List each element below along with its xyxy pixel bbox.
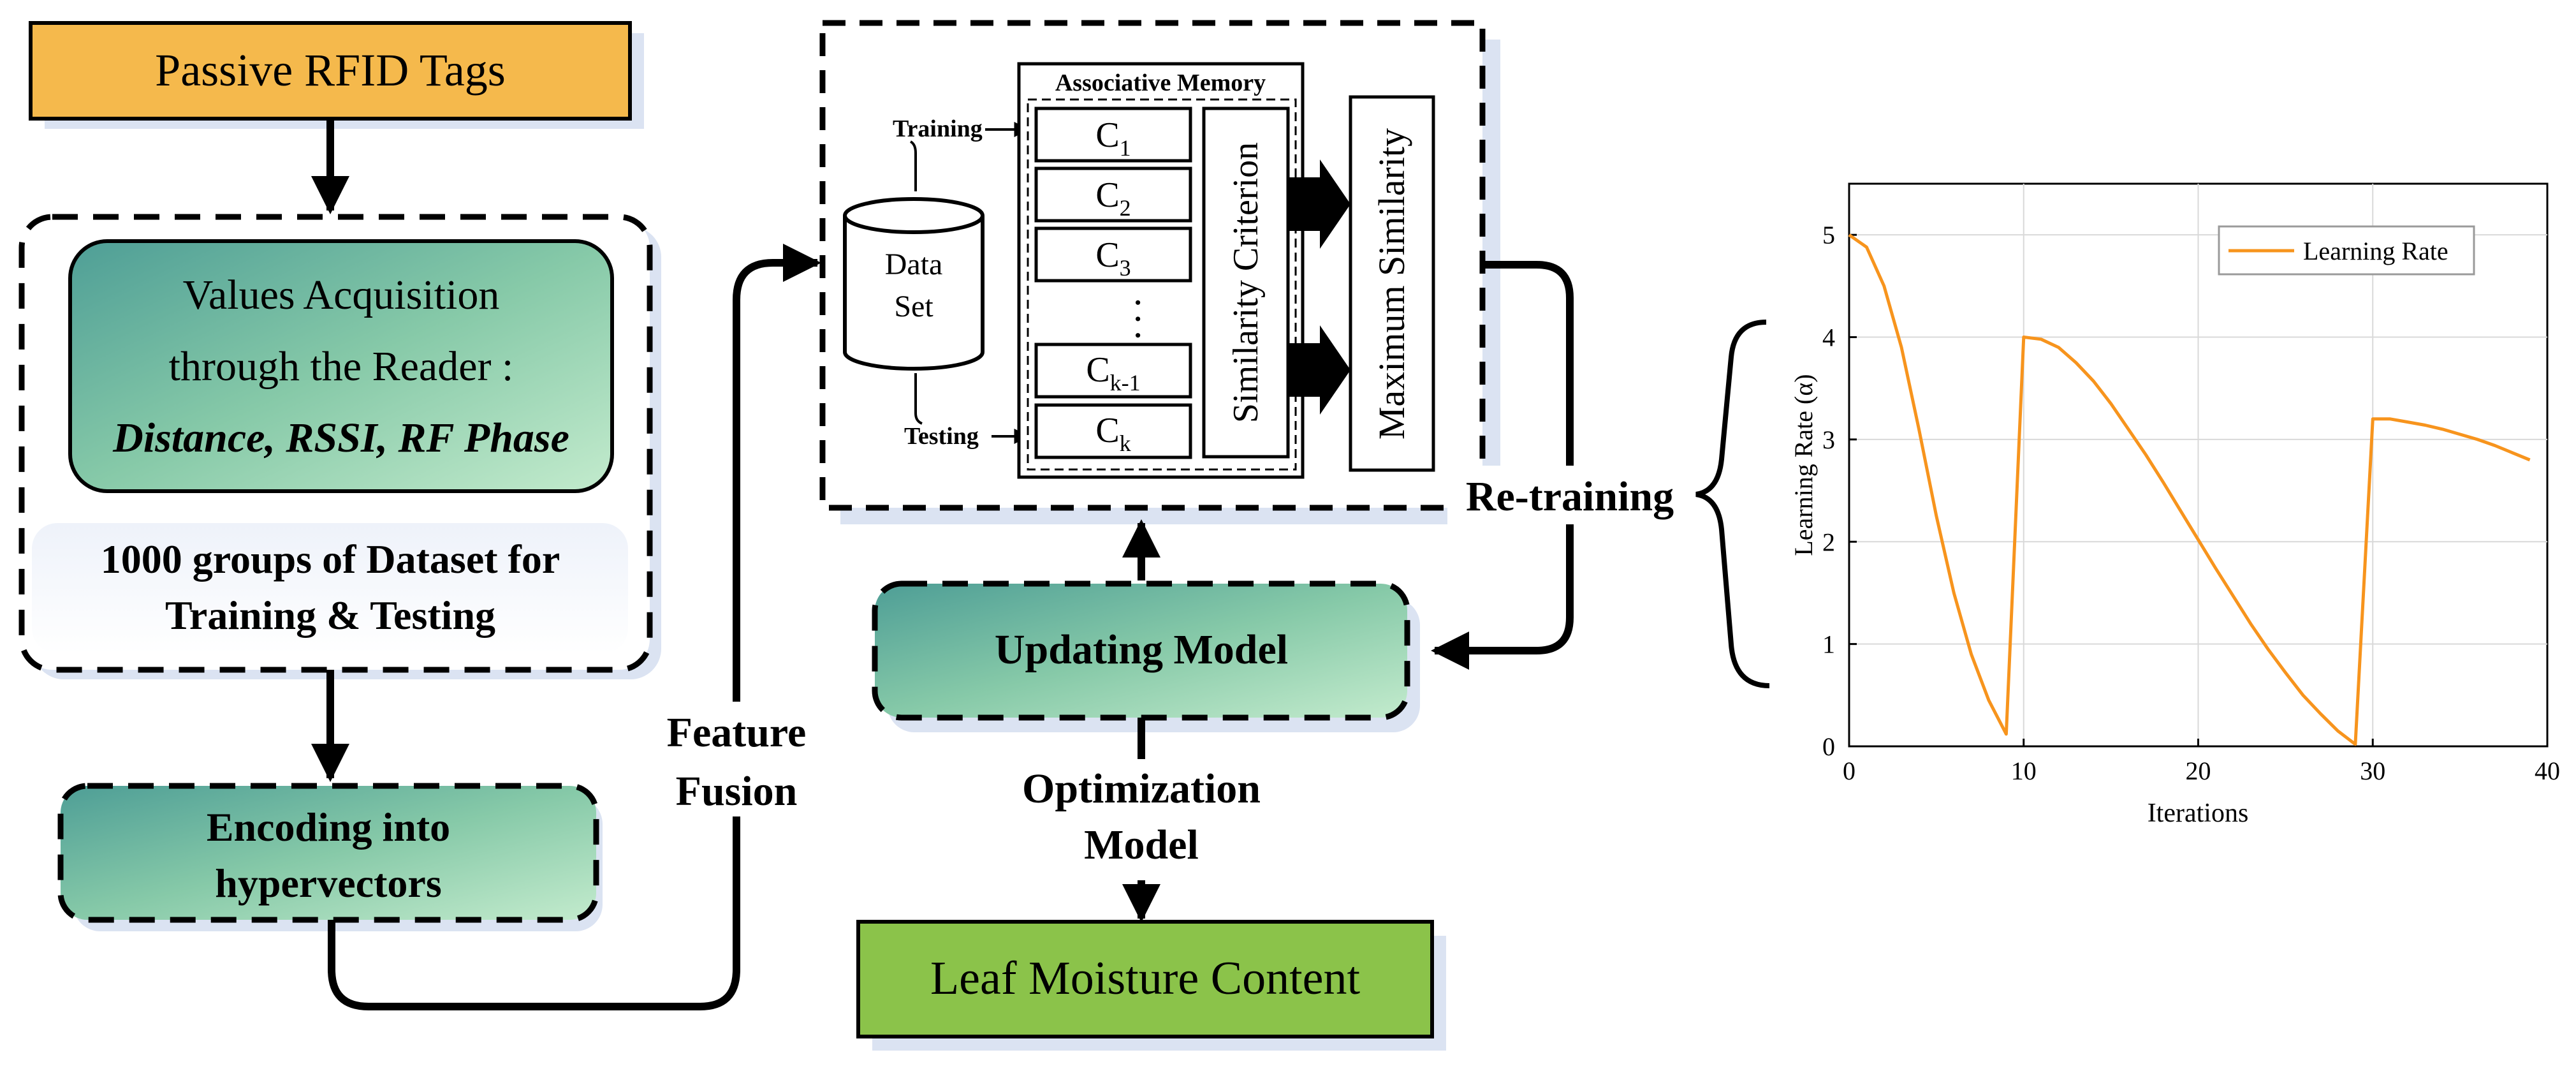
class-ellipsis: · · · — [1122, 298, 1153, 340]
svg-text:C3: C3 — [1095, 235, 1131, 281]
class-c1-sub: 1 — [1120, 135, 1131, 161]
svg-text:C2: C2 — [1095, 175, 1131, 221]
similarity-criterion-label: Similarity Criterion — [1226, 142, 1266, 423]
y-tick-label-5: 5 — [1822, 221, 1835, 249]
acquisition-line3: Distance, RSSI, RF Phase — [112, 415, 569, 461]
class-ck-base: C — [1095, 411, 1119, 450]
dataset-label-line2: Set — [894, 290, 933, 323]
encoding-line1: Encoding into — [207, 804, 450, 850]
leaf-moisture-node: Leaf Moisture Content — [856, 920, 1446, 1051]
class-c2-base: C — [1095, 175, 1119, 215]
dataset-line2: Training & Testing — [165, 593, 495, 638]
y-tick-label-2: 2 — [1822, 528, 1835, 556]
similarity-criterion-box: Similarity Criterion — [1202, 107, 1290, 459]
updating-model-label: Updating Model — [995, 626, 1288, 673]
x-tick-label-10: 10 — [2011, 757, 2037, 785]
legend-label: Learning Rate — [2303, 237, 2448, 265]
encoding-node: Encoding into hypervectors — [57, 783, 603, 931]
dataset-line1: 1000 groups of Dataset for — [101, 536, 560, 582]
training-tick — [909, 140, 917, 191]
chart-ticks: 0 10 20 30 40 0 1 2 3 4 5 — [1822, 221, 2560, 785]
feature-fusion-line2: Fusion — [676, 768, 798, 815]
svg-text:C1: C1 — [1095, 115, 1131, 161]
class-c2-sub: 2 — [1120, 195, 1131, 221]
optimization-line1: Optimization — [1022, 765, 1261, 812]
class-box-c3: C3 — [1034, 226, 1192, 283]
x-tick-label-0: 0 — [1843, 757, 1855, 785]
y-axis-label: Learning Rate (α) — [1789, 374, 1818, 556]
y-tick-label-1: 1 — [1822, 630, 1835, 659]
dataset-cylinder: Data Set — [843, 197, 984, 371]
curly-brace — [1695, 320, 1770, 688]
y-tick-label-0: 0 — [1822, 732, 1835, 761]
chart-series — [1848, 233, 2531, 746]
chart-legend: Learning Rate — [2218, 225, 2475, 276]
class-c3-base: C — [1095, 235, 1119, 275]
optimization-line2: Model — [1084, 822, 1199, 868]
maximum-similarity-label: Maximum Similarity — [1371, 128, 1412, 439]
dataset-label-line1: Data — [885, 247, 943, 281]
acquisition-node: Values Acquisition through the Reader : … — [68, 239, 614, 493]
maximum-similarity-box: Maximum Similarity — [1349, 95, 1435, 472]
acquisition-line2: through the Reader : — [169, 343, 514, 390]
associative-memory-title: Associative Memory — [1055, 70, 1266, 96]
class-box-c2: C2 — [1034, 166, 1192, 223]
acquisition-line1: Values Acquisition — [183, 272, 500, 318]
svg-text:Ck: Ck — [1095, 411, 1131, 456]
series-line-0 — [1848, 233, 2531, 746]
class-box-ck: Ck — [1034, 403, 1192, 459]
class-c1-base: C — [1095, 115, 1119, 155]
x-axis-label: Iterations — [2148, 799, 2249, 828]
dataset-description-node: 1000 groups of Dataset for Training & Te… — [32, 523, 628, 654]
connector-feature-fusion — [328, 244, 821, 1010]
updating-model-node: Updating Model — [872, 580, 1420, 732]
rfid-tags-node: Passive RFID Tags — [29, 21, 644, 129]
class-ck-1-base: C — [1086, 350, 1109, 390]
class-ck-1-sub: k-1 — [1110, 370, 1141, 395]
learning-rate-chart: 0 10 20 30 40 0 1 2 3 4 5 Iterations Learning Rate… — [1789, 182, 2560, 828]
svg-text:Ck-1: Ck-1 — [1086, 350, 1140, 395]
block-arrow-bottom — [1288, 325, 1350, 415]
y-tick-label-3: 3 — [1822, 425, 1835, 454]
leaf-moisture-label: Leaf Moisture Content — [930, 952, 1360, 1005]
class-c3-sub: 3 — [1120, 255, 1131, 281]
testing-tick — [914, 373, 923, 425]
block-arrow-top — [1288, 159, 1350, 249]
testing-label: Testing — [904, 423, 979, 450]
x-tick-label-30: 30 — [2360, 757, 2385, 785]
class-box-c1: C1 — [1034, 107, 1192, 163]
retraining-label: Re-training — [1466, 473, 1674, 520]
y-tick-label-4: 4 — [1822, 323, 1835, 352]
rfid-tags-label: Passive RFID Tags — [155, 45, 506, 96]
feature-fusion-line1: Feature — [667, 709, 807, 756]
encoding-line2: hypervectors — [215, 860, 441, 906]
training-label: Training — [893, 115, 983, 142]
class-ck-sub: k — [1120, 431, 1131, 456]
chart-grid — [1849, 184, 2547, 746]
x-tick-label-20: 20 — [2186, 757, 2211, 785]
connector-retraining — [1431, 261, 1574, 670]
x-tick-label-40: 40 — [2535, 757, 2560, 785]
class-box-ck-1: Ck-1 — [1034, 343, 1192, 399]
